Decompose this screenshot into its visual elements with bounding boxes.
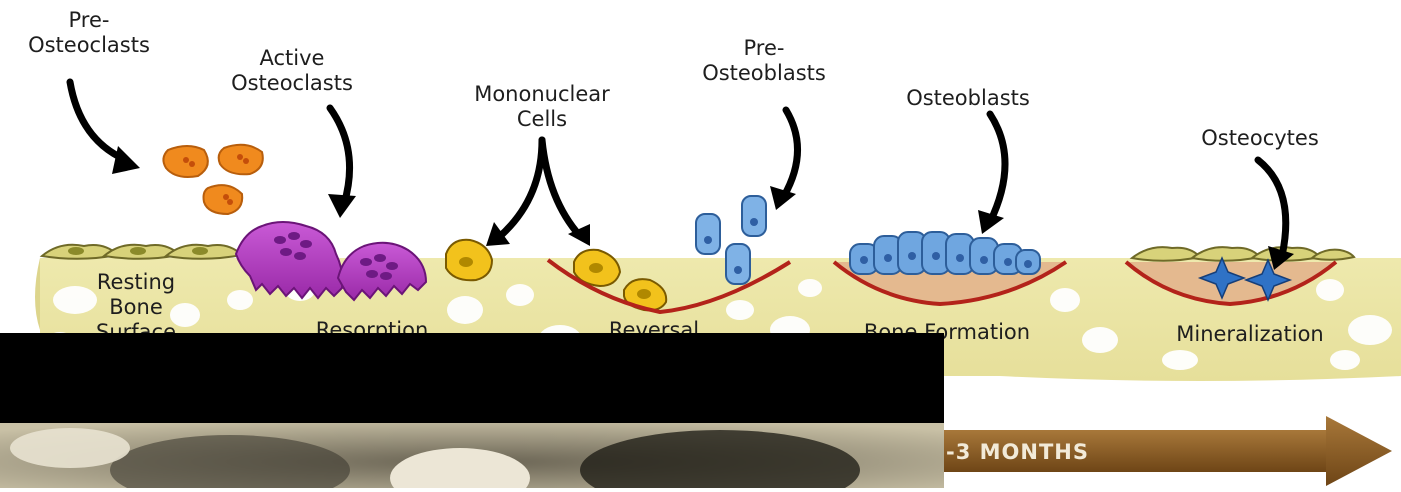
pre-osteoblasts-label: Pre- Osteoblasts — [684, 36, 844, 86]
background-photo — [0, 423, 944, 488]
mononuclear-cells-label: Mononuclear Cells — [452, 82, 632, 132]
osteoblasts-label: Osteoblasts — [878, 86, 1058, 111]
redaction-bar — [0, 333, 944, 423]
active-osteoclast-cells — [236, 222, 426, 300]
pre-osteoclasts-label: Pre- Osteoclasts — [14, 8, 164, 58]
lining-cells-resting — [42, 245, 242, 259]
active-osteoclasts-label: Active Osteoclasts — [212, 46, 372, 96]
pre-osteoclast-cells — [163, 145, 262, 214]
stage-mineralization-label: Mineralization — [1140, 322, 1360, 347]
osteocytes-label: Osteocytes — [1170, 126, 1350, 151]
timeline-label: -3 MONTHS — [946, 440, 1089, 464]
